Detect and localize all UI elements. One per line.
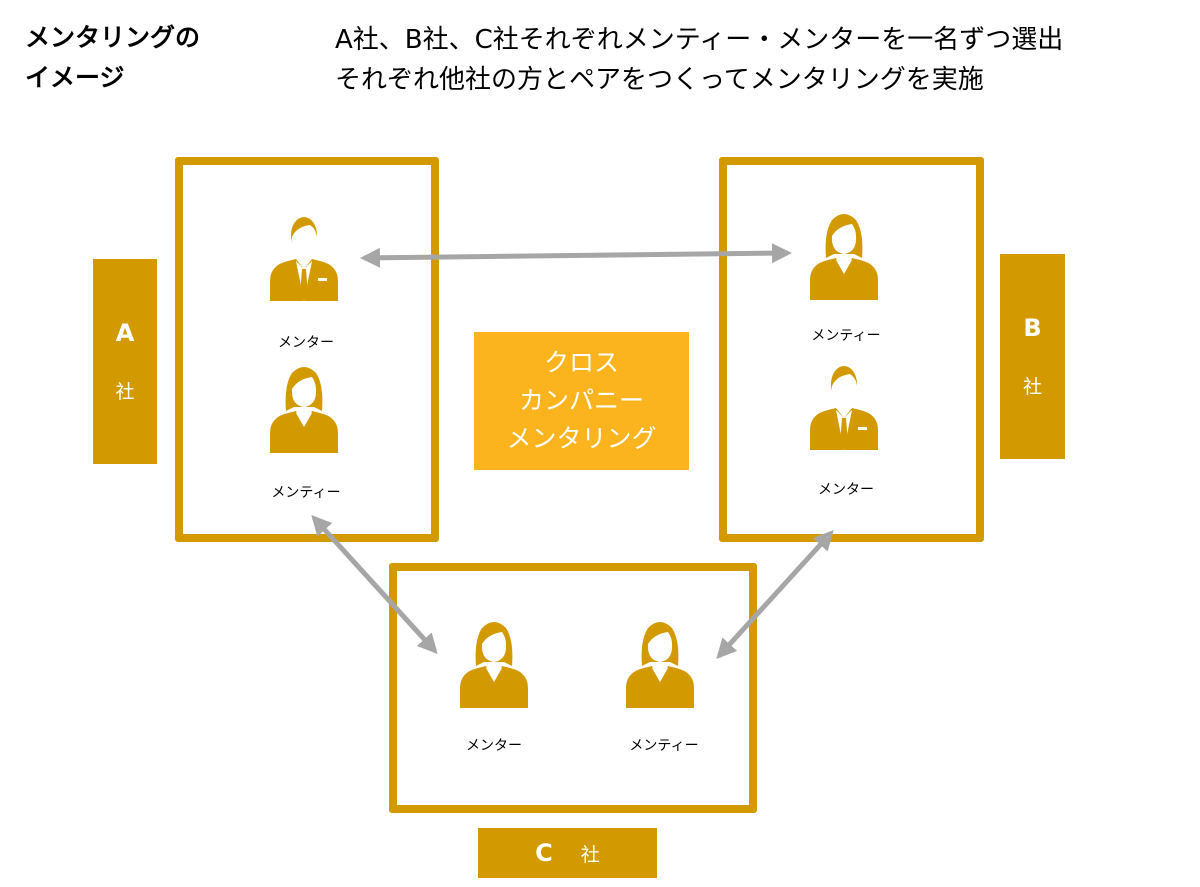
company-c-box	[389, 563, 757, 813]
company-c-label: C 社	[478, 828, 657, 878]
arrow-b-c	[716, 530, 834, 659]
company-a-box	[175, 157, 439, 542]
arrow-a-b	[360, 243, 792, 268]
description-line: それぞれ他社の方とペアをつくってメンタリングを実施	[335, 65, 984, 95]
page-title: メンタリングの イメージ	[25, 23, 201, 92]
company-letter: C	[535, 839, 553, 867]
a-mentee-label: メンティー	[271, 485, 341, 501]
arrow-a-c	[311, 515, 438, 654]
a-mentor-label: メンター	[278, 335, 334, 351]
company-b-label: B 社	[1000, 254, 1065, 459]
company-suffix: 社	[580, 843, 600, 866]
company-b-box	[719, 157, 984, 542]
company-suffix: 社	[115, 381, 135, 403]
company-letter: A	[115, 319, 135, 347]
c-mentor-label: メンター	[466, 738, 522, 754]
cross-company-mentoring-box: クロス カンパニー メンタリング	[474, 332, 689, 470]
b-mentee-label: メンティー	[811, 328, 881, 344]
description-line: A社、B社、C社それぞれメンティー・メンターを一名ずつ選出	[335, 25, 1064, 55]
center-label-line: メンタリング	[506, 424, 657, 453]
c-mentee-label: メンティー	[629, 738, 699, 754]
center-label-line: カンパニー	[518, 386, 644, 415]
company-letter: B	[1023, 314, 1042, 342]
company-a-label: A 社	[93, 259, 157, 464]
company-suffix: 社	[1022, 376, 1042, 398]
description: A社、B社、C社それぞれメンティー・メンターを一名ずつ選出 それぞれ他社の方とペ…	[335, 20, 1063, 100]
center-label-line: クロス	[543, 348, 619, 377]
b-mentor-label: メンター	[818, 482, 874, 498]
